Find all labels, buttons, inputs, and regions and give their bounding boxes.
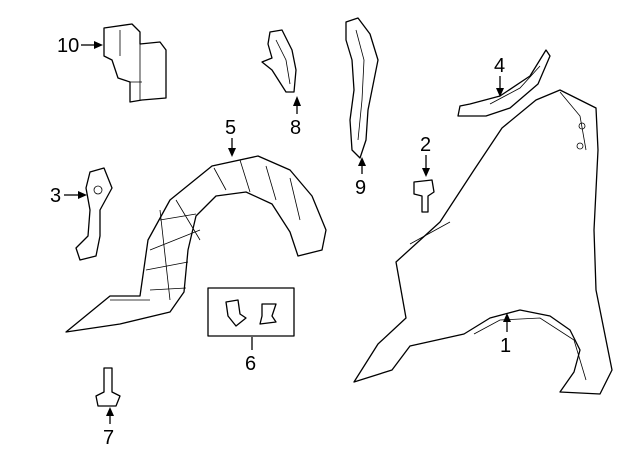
part-insulator <box>103 23 167 103</box>
callout-7: 7 <box>103 407 114 449</box>
callout-number: 5 <box>225 117 236 139</box>
part-upper-reinforcement <box>457 49 551 117</box>
part-fender <box>353 89 613 395</box>
part-screw <box>95 367 121 407</box>
callout-3: 3 <box>50 185 87 207</box>
callout-8: 8 <box>290 96 301 139</box>
part-clips <box>207 287 295 337</box>
part-bracket <box>75 167 113 261</box>
callout-5: 5 <box>225 117 236 157</box>
callout-number: 6 <box>245 353 256 375</box>
callout-6: 6 <box>245 337 256 375</box>
callout-1: 1 <box>500 313 511 357</box>
callout-number: 3 <box>50 185 61 207</box>
callout-10: 10 <box>57 35 103 57</box>
part-seal <box>261 29 297 93</box>
part-bolt <box>413 179 435 213</box>
part-fender-liner <box>65 155 327 333</box>
callout-number: 7 <box>103 427 114 449</box>
callout-number: 1 <box>500 335 511 357</box>
part-side-bracket <box>345 17 379 159</box>
callout-number: 2 <box>420 134 431 156</box>
callout-number: 4 <box>494 55 505 77</box>
callout-4: 4 <box>494 55 505 97</box>
callout-number: 8 <box>290 117 301 139</box>
callout-2: 2 <box>420 134 431 177</box>
callout-9: 9 <box>355 157 366 199</box>
callout-number: 9 <box>355 177 366 199</box>
callout-number: 10 <box>57 35 79 57</box>
